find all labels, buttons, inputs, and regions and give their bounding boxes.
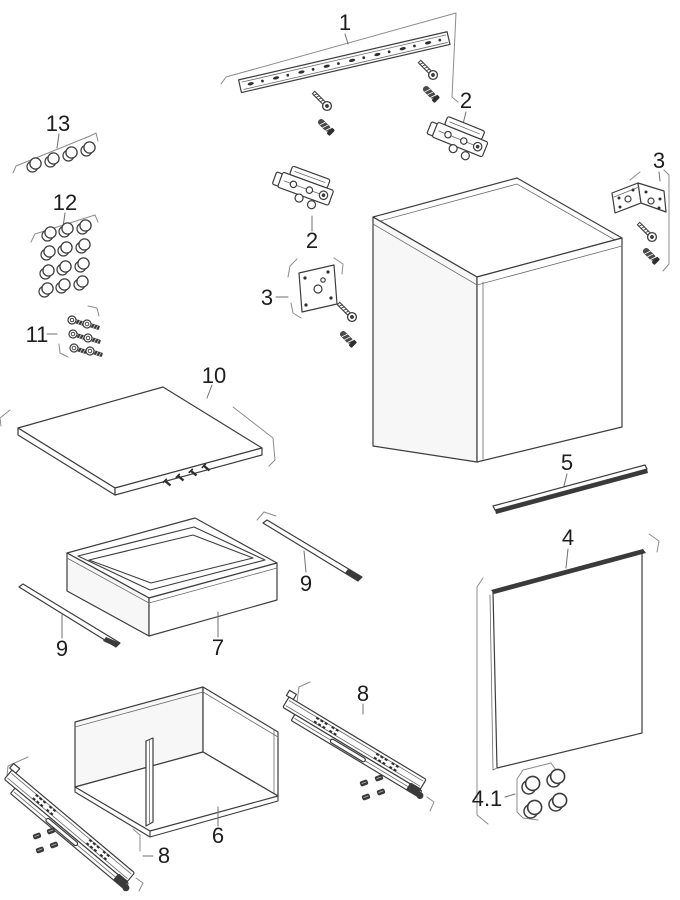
part-13-caps: 13	[12, 111, 99, 174]
rail-screws	[31, 826, 60, 855]
part-label-4-1: 4.1	[472, 786, 503, 811]
part-7-drawer: 7	[66, 511, 278, 660]
slide-rail	[275, 689, 436, 801]
part-label-9: 9	[56, 636, 68, 661]
part-label-11: 11	[26, 322, 49, 347]
part-label-13: 13	[46, 111, 70, 136]
part-9-strip-left: 9	[18, 583, 121, 661]
rail-screws	[358, 773, 387, 802]
part-label-3: 3	[261, 285, 273, 310]
part-8-rail-left: 8	[0, 756, 170, 894]
screw-icon	[334, 299, 359, 324]
part-10-top-panel: 10	[0, 363, 276, 496]
wall-plug-icon	[420, 83, 441, 104]
wall-plug-icon	[315, 116, 336, 137]
part-3-bracket-left: 3	[261, 257, 359, 349]
part-11-screws: 11	[26, 305, 105, 360]
screw-icon	[634, 219, 659, 244]
part-label-2: 2	[460, 88, 472, 113]
part-2-hinge-right: 2	[422, 88, 493, 167]
part-label-8: 8	[357, 681, 369, 706]
part-label-5: 5	[561, 450, 573, 475]
part-label-2: 2	[306, 228, 318, 253]
part-label-10: 10	[202, 363, 226, 388]
part-label-6: 6	[212, 823, 224, 848]
part-label-7: 7	[212, 635, 224, 660]
part-label-8: 8	[158, 843, 170, 868]
part-12-caps: 12	[30, 190, 99, 298]
part-label-4: 4	[562, 525, 574, 550]
part-label-9: 9	[300, 571, 312, 596]
part-9-strip-right: 9	[262, 519, 363, 596]
wall-plug-icon	[640, 245, 661, 266]
screw-icon	[309, 88, 334, 113]
part-6-drawer: 6	[74, 686, 279, 848]
part-3-bracket-right: 3	[611, 148, 670, 272]
part-label-1: 1	[339, 10, 351, 35]
wall-plug-icon	[337, 328, 358, 349]
part-5-strip: 5	[492, 450, 648, 514]
part-4-door: 4	[476, 525, 660, 825]
part-label-12: 12	[53, 190, 77, 215]
screw-icon	[415, 57, 440, 82]
cabinet-body	[372, 177, 623, 463]
part-4-1-caps: 4.1	[472, 762, 568, 821]
part-1-mounting-rail: 1	[220, 10, 459, 137]
part-2-hinge-left: 2	[268, 160, 338, 253]
part-8-rail-right: 8	[275, 681, 436, 812]
part-label-3: 3	[653, 148, 665, 173]
